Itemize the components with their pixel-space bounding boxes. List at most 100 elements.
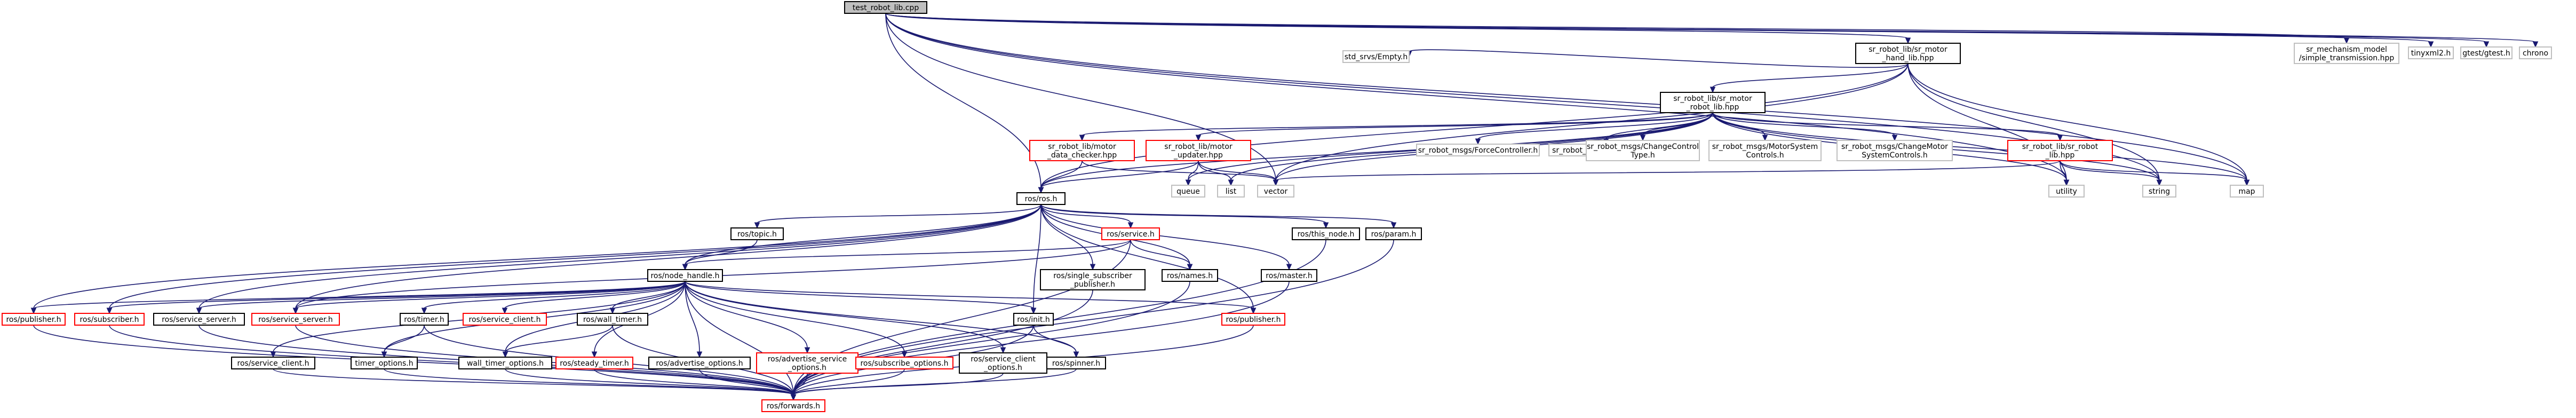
node-sr-robot-lib[interactable]: sr_robot_lib/sr_robot_lib.hpp (2007, 140, 2113, 161)
node-timer-options[interactable]: timer_options.h (351, 357, 418, 369)
node-box (1013, 313, 1054, 326)
node-box (1101, 227, 1160, 240)
node-service-server-b[interactable]: ros/service_server.h (153, 313, 245, 326)
node-tinyxml[interactable]: tinyxml2.h (2408, 46, 2454, 59)
node-box (1046, 357, 1106, 369)
node-spinner[interactable]: ros/spinner.h (1046, 357, 1106, 369)
edge-line (1033, 325, 1077, 353)
edge-arrowhead (1250, 307, 1257, 314)
node-wall-timer-options[interactable]: wall_timer_options.h (458, 357, 552, 369)
edge-hand-lib-to-utility (1907, 63, 2070, 186)
edge-arrowhead (2343, 37, 2350, 44)
edge-line (1477, 112, 1713, 140)
node-list[interactable]: list (1217, 185, 1245, 198)
node-param[interactable]: ros/param.h (1365, 227, 1422, 240)
node-hand-lib[interactable]: sr_robot_lib/sr_motor_hand_lib.hpp (1855, 43, 1961, 64)
node-advertise-options[interactable]: ros/advertise_options.h (648, 357, 751, 369)
edge-root-to-ros-h (885, 13, 1044, 194)
node-master[interactable]: ros/master.h (1261, 269, 1317, 282)
node-label: ros/publisher.h (1226, 316, 1281, 324)
node-init[interactable]: ros/init.h (1013, 313, 1054, 326)
node-subscriber[interactable]: ros/subscriber.h (74, 313, 145, 326)
node-label: ros/single_subscriber (1053, 272, 1132, 280)
node-label: sr_robot_lib/motor (1048, 143, 1116, 151)
edge-line (793, 239, 1394, 396)
node-box (153, 313, 245, 326)
node-steady-timer[interactable]: ros/steady_timer.h (555, 357, 633, 369)
edge-line (1198, 160, 1231, 181)
node-names[interactable]: ros/names.h (1162, 269, 1218, 282)
node-node-handle[interactable]: ros/node_handle.h (647, 269, 723, 282)
edge-service-h-to-node-handle (682, 239, 1131, 271)
edge-root-to-hand-lib (885, 13, 1911, 44)
node-data-checker[interactable]: sr_robot_lib/motor_data_checker.hpp (1029, 140, 1135, 161)
node-motor-updater[interactable]: sr_robot_lib/motor_updater.hpp (1146, 140, 1251, 161)
node-service-h[interactable]: ros/service.h (1101, 227, 1160, 240)
edge-ros-h-to-subscriber (106, 204, 1041, 314)
node-gtest[interactable]: gtest/gtest.h (2460, 46, 2513, 59)
node-box (463, 313, 547, 326)
edge-line (1275, 63, 1909, 181)
node-publisher2[interactable]: ros/publisher.h (1221, 313, 1285, 326)
edge-line (1409, 49, 1909, 68)
node-publisher[interactable]: ros/publisher.h (2, 313, 66, 326)
edge-node-handle-to-service-client-options (685, 281, 1006, 354)
node-chrono[interactable]: chrono (2519, 46, 2552, 59)
node-service-server-r[interactable]: ros/service_server.h (251, 313, 340, 326)
node-simple-trans[interactable]: sr_mechanism_model/simple_transmission.h… (2294, 43, 2399, 64)
node-topic[interactable]: ros/topic.h (730, 227, 784, 240)
node-adv-srv-options[interactable]: ros/advertise_service_options.h (756, 352, 858, 374)
edge-arrowhead (1187, 264, 1193, 271)
node-empty-srv[interactable]: std_srvs/Empty.h (1342, 50, 1410, 63)
edge-arrowhead (1030, 307, 1037, 314)
edge-line (885, 13, 1041, 188)
node-label: gtest/gtest.h (2462, 49, 2510, 58)
node-root[interactable]: test_robot_lib.cpp (844, 1, 927, 14)
node-string[interactable]: string (2142, 185, 2176, 198)
node-label: ros/spinner.h (1052, 359, 1100, 368)
node-label: ros/subscribe_options.h (860, 359, 948, 368)
edge-root-to-chrono (885, 13, 2539, 48)
node-service-client-r[interactable]: ros/service_client.h (463, 313, 547, 326)
node-box (2230, 185, 2264, 198)
edge-sr-robot-lib-to-string (2060, 160, 2162, 186)
node-subscribe-options[interactable]: ros/subscribe_options.h (855, 357, 953, 369)
edge-arrowhead (270, 351, 276, 358)
node-queue[interactable]: queue (1171, 185, 1205, 198)
node-vector[interactable]: vector (1257, 185, 1294, 198)
node-box (1162, 269, 1218, 282)
node-service-client-options[interactable]: ros/service_client_options.h (959, 352, 1047, 374)
edge-arrowhead (421, 307, 427, 314)
edge-motor-updater-to-list (1198, 160, 1234, 186)
node-wall-timer[interactable]: ros/wall_timer.h (577, 313, 648, 326)
edge-arrowhead (106, 307, 113, 314)
node-service-client-b[interactable]: ros/service_client.h (231, 357, 315, 369)
edge-line (1275, 160, 2061, 181)
edge-line (384, 368, 794, 396)
edge-line (885, 13, 2067, 181)
node-ros-h[interactable]: ros/ros.h (1016, 192, 1066, 205)
edge-arrowhead (682, 264, 688, 271)
edge-arrowhead (1640, 135, 1646, 141)
edge-line (198, 281, 686, 309)
edge-line (1040, 204, 1326, 224)
node-change-motor-sys[interactable]: sr_robot_msgs/ChangeMotorSystemControls.… (1836, 140, 1953, 161)
edge-ros-h-to-master (1040, 204, 1292, 271)
node-map[interactable]: map (2230, 185, 2264, 198)
edge-names-to-forwards (790, 281, 1190, 401)
node-forwards[interactable]: ros/forwards.h (761, 399, 825, 412)
node-label: wall_timer_options.h (467, 359, 544, 368)
node-box (1171, 185, 1205, 198)
node-label: sr_robot_lib/sr_motor (1869, 45, 1947, 54)
node-utility[interactable]: utility (2048, 185, 2085, 198)
node-single-sub-pub[interactable]: ros/single_subscriber_publisher.h (1040, 269, 1146, 290)
node-box (1708, 140, 1822, 161)
node-this-node[interactable]: ros/this_node.h (1292, 227, 1360, 240)
edge-arrowhead (2483, 41, 2490, 48)
node-timer[interactable]: ros/timer.h (400, 313, 449, 326)
node-box (2, 313, 66, 326)
node-force-ctrl[interactable]: sr_robot_msgs/ForceController.h (1416, 144, 1540, 156)
node-motor-robot-lib[interactable]: sr_robot_lib/sr_motor_robot_lib.hpp (1660, 92, 1766, 113)
